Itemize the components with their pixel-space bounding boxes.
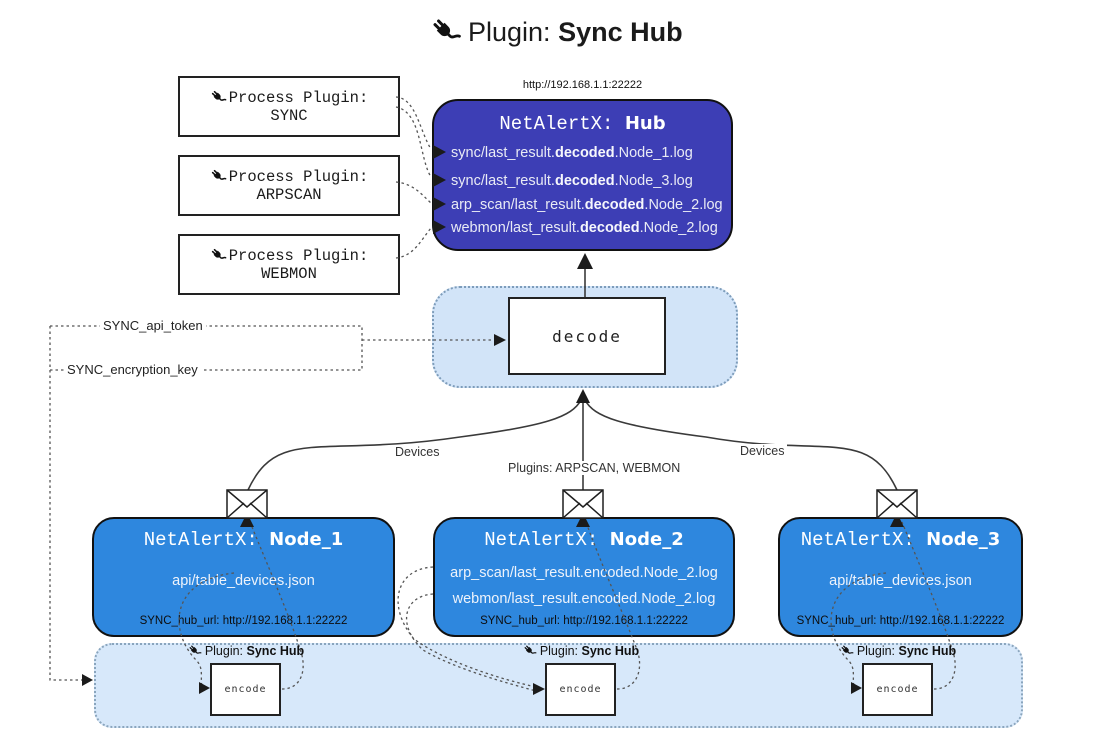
plugins-mid-label: Plugins: ARPSCAN, WEBMON — [505, 461, 684, 475]
hub-log-line: sync/last_result.decoded.Node_1.log — [451, 145, 693, 161]
envelope-icon-node2 — [562, 489, 604, 519]
arrowhead-into-decode-band — [576, 389, 590, 403]
decode-box: decode — [508, 297, 666, 375]
devices-right-label: Devices — [737, 444, 788, 458]
envelope-icon-node1 — [226, 489, 268, 519]
node1-title: NetAlertX: Node_1 — [143, 529, 344, 551]
envelope-icon-node3 — [876, 489, 918, 519]
arrowhead-decode-to-hub — [577, 253, 593, 269]
page-title-label: Plugin: — [468, 16, 551, 47]
node2-line: webmon/last_result.encoded.Node_2.log — [452, 591, 716, 607]
node3-title: NetAlertX: Node_3 — [800, 529, 1001, 551]
hub-title-prefix: NetAlertX: — [499, 113, 625, 135]
node3-line: api/table_devices.json — [829, 573, 972, 589]
node1-line: api/table_devices.json — [172, 573, 315, 589]
edge-webmon-to-hub — [395, 227, 432, 259]
node2-title: NetAlertX: Node_2 — [484, 529, 684, 551]
page-title: Plugin: Sync Hub — [430, 16, 683, 48]
hub-log-line: webmon/last_result.decoded.Node_2.log — [451, 220, 718, 236]
process-plugin-arpscan-box: Process Plugin: ARPSCAN — [178, 155, 400, 216]
node1-box: NetAlertX: Node_1 api/table_devices.json… — [92, 517, 395, 637]
plug-icon — [188, 644, 202, 658]
sync-api-token-label: SYNC_api_token — [100, 318, 206, 333]
node2-box: NetAlertX: Node_2 arp_scan/last_result.e… — [433, 517, 735, 637]
plug-icon — [210, 168, 227, 185]
process-plugin-label: Process Plugin: — [228, 88, 369, 107]
edge-arpscan-to-hub — [395, 181, 432, 204]
plug-icon — [840, 644, 854, 658]
hub-url-label: http://192.168.1.1:22222 — [522, 79, 643, 91]
hub-log-line: sync/last_result.decoded.Node_3.log — [451, 173, 693, 189]
hub-title: NetAlertX: Hub — [434, 113, 731, 135]
encode-plugin-label-3: Plugin: Sync Hub — [808, 644, 988, 658]
plug-icon — [210, 247, 227, 264]
hub-log-line: arp_scan/last_result.decoded.Node_2.log — [451, 197, 723, 213]
process-plugin-label: Process Plugin: — [228, 246, 369, 265]
edge-sync-to-hub-1 — [395, 96, 432, 150]
encode-box-1: encode — [210, 663, 281, 716]
encode-box-3: encode — [862, 663, 933, 716]
encode-plugin-label-1: Plugin: Sync Hub — [156, 644, 336, 658]
plug-icon — [523, 644, 537, 658]
plug-icon — [210, 89, 227, 106]
node1-hub-url: SYNC_hub_url: http://192.168.1.1:22222 — [139, 615, 348, 627]
edge-sync-to-hub-2 — [395, 106, 432, 178]
page-title-bold: Sync Hub — [558, 16, 683, 47]
process-plugin-label: Process Plugin: — [228, 167, 369, 186]
process-plugin-name: WEBMON — [261, 264, 317, 283]
plug-icon — [430, 16, 462, 48]
node2-line: arp_scan/last_result.encoded.Node_2.log — [450, 565, 718, 581]
arrowhead-token-to-band — [82, 674, 93, 686]
encode-box-2: encode — [545, 663, 616, 716]
process-plugin-name: ARPSCAN — [256, 185, 322, 204]
devices-left-label: Devices — [392, 445, 443, 459]
encode-plugin-label-2: Plugin: Sync Hub — [491, 644, 671, 658]
hub-box: NetAlertX: Hub sync/last_result.decoded.… — [432, 99, 733, 251]
node2-hub-url: SYNC_hub_url: http://192.168.1.1:22222 — [480, 615, 688, 627]
node3-hub-url: SYNC_hub_url: http://192.168.1.1:22222 — [796, 615, 1005, 627]
edge-token-vertical — [49, 326, 82, 681]
hub-title-bold: Hub — [624, 113, 666, 134]
process-plugin-sync-box: Process Plugin: SYNC — [178, 76, 400, 137]
process-plugin-webmon-box: Process Plugin: WEBMON — [178, 234, 400, 295]
node3-box: NetAlertX: Node_3 api/table_devices.json… — [778, 517, 1023, 637]
sync-encryption-key-label: SYNC_encryption_key — [64, 362, 201, 377]
process-plugin-name: SYNC — [270, 106, 308, 125]
